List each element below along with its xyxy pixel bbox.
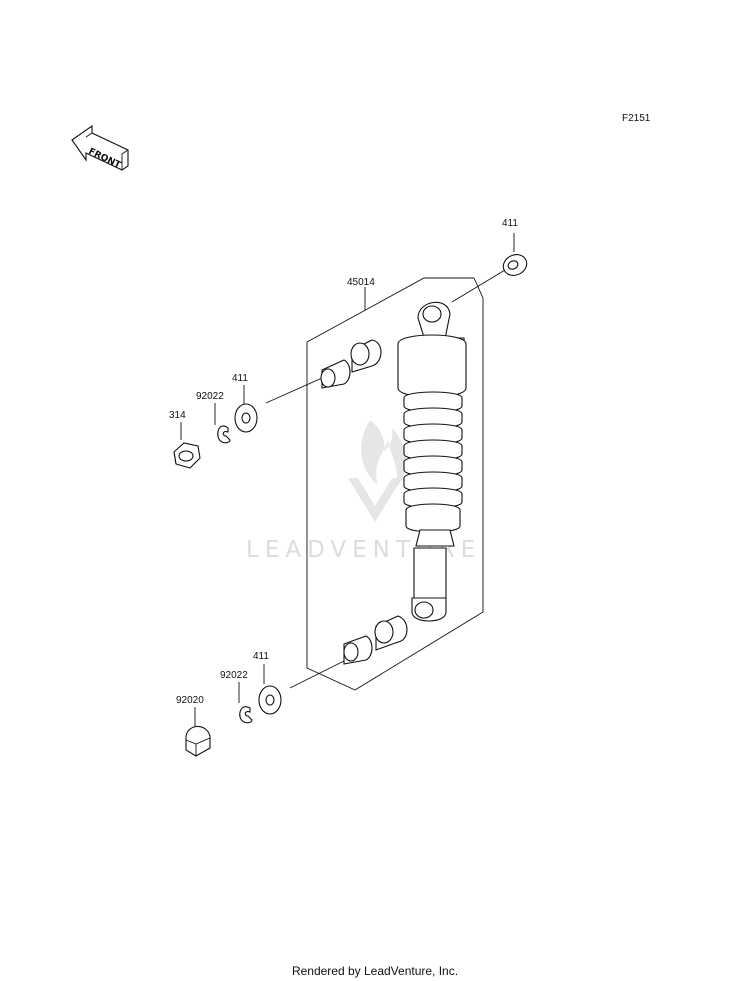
callout-lower-washer: 411 — [253, 651, 269, 662]
callout-upper-clip: 92022 — [196, 391, 224, 402]
lower-collar-bushing[interactable] — [374, 615, 408, 651]
lower-clip-92022[interactable] — [239, 706, 253, 724]
coil-spring — [403, 391, 463, 533]
shock-absorber-45014[interactable] — [397, 301, 467, 622]
front-direction-arrow-icon: FRONT — [71, 124, 129, 171]
upper-nut-314[interactable] — [173, 442, 201, 469]
top-washer-411[interactable] — [500, 251, 530, 279]
upper-collar-bushing[interactable] — [350, 339, 382, 373]
upper-clip-92022[interactable] — [217, 425, 231, 444]
callout-upper-washer: 411 — [232, 373, 248, 384]
lower-cap-nut-92020[interactable] — [185, 725, 211, 757]
upper-washer-411[interactable] — [234, 403, 258, 433]
assembly-bracket — [306, 277, 484, 691]
leader-lines — [180, 233, 515, 727]
callout-labels: 411 45014 411 92022 314 411 92022 92020 — [169, 218, 518, 706]
lower-washer-411[interactable] — [258, 685, 282, 715]
callout-lower-clip: 92022 — [220, 670, 248, 681]
figure-code: F2151 — [622, 113, 651, 124]
callout-top-washer: 411 — [502, 218, 518, 229]
lower-sleeve[interactable] — [343, 635, 373, 665]
upper-sleeve[interactable] — [320, 359, 351, 389]
callout-upper-nut: 314 — [169, 410, 186, 421]
callout-lower-cap-nut: 92020 — [176, 695, 204, 706]
rendered-by-footer: Rendered by LeadVenture, Inc. — [291, 964, 459, 978]
callout-shock-assembly: 45014 — [347, 277, 375, 288]
